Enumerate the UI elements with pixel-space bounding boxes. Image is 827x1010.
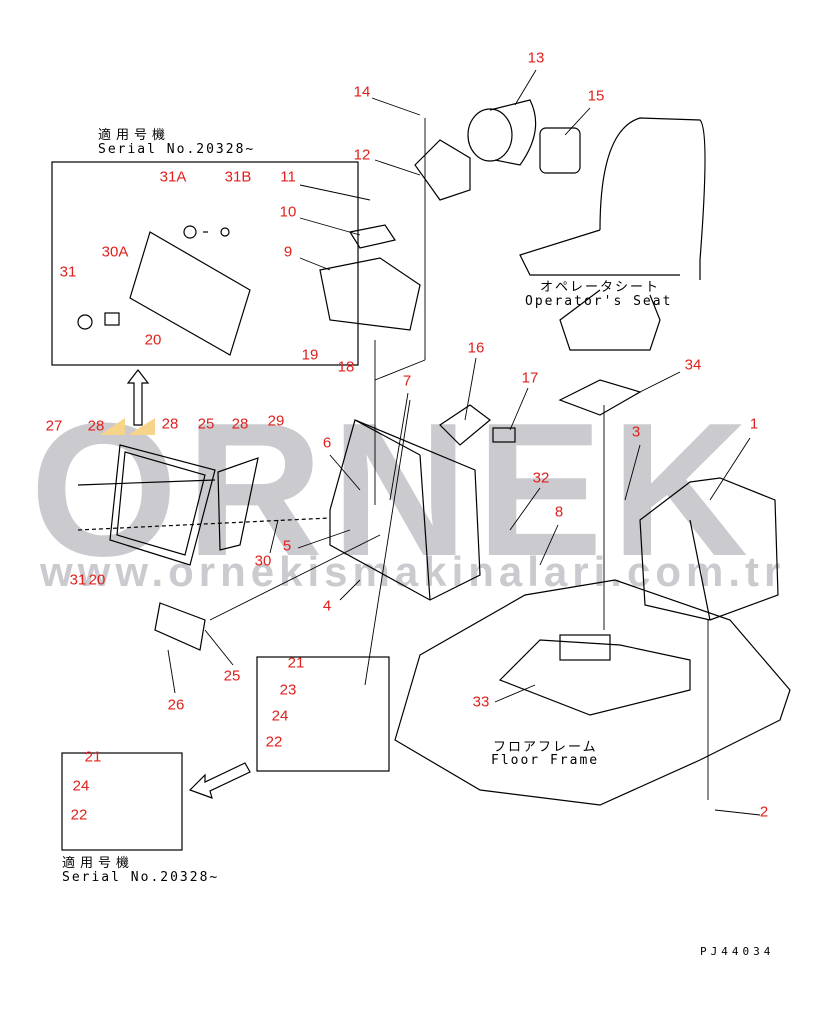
callout-21: 21 [287,654,305,672]
callout-14: 14 [353,83,371,101]
callout-11: 11 [280,168,296,186]
callout-22: 22 [265,733,283,751]
callout-6: 6 [322,434,332,452]
callout-28: 28 [161,415,179,433]
mat [558,379,642,416]
callout-31a: 31A [159,168,187,186]
callout-29: 29 [267,412,285,430]
serial-number-label-bottom: Serial No.20328~ [62,870,220,885]
callout-1: 1 [749,415,759,433]
callout-10: 10 [279,203,297,221]
drawing-code: PJ44034 [700,945,775,958]
callout-23: 23 [279,681,297,699]
operator-seat-label-jp: オペレータシート [540,280,661,295]
callout-33: 33 [472,693,490,711]
callout-19: 19 [301,346,319,364]
operator-seat [519,117,706,351]
side-cover [639,477,779,621]
callout-31b: 31B [224,168,252,186]
floor-frame [394,579,791,806]
callout-27: 27 [45,417,63,435]
floor-frame-label-jp: フロアフレーム [493,740,598,755]
callout-15: 15 [587,87,605,105]
callout-4: 4 [322,597,332,615]
callout-30: 30 [254,552,272,570]
callout-18: 18 [337,358,355,376]
callout-22: 22 [70,806,88,824]
callout-30a: 30A [101,243,129,261]
callout-20: 20 [144,331,162,349]
applicable-models-label-top: 適用号機 [98,128,171,143]
callout-5: 5 [282,537,292,555]
callout-28: 28 [87,417,105,435]
callout-9: 9 [283,243,293,261]
arrow-left-icon [188,762,251,799]
callout-26: 26 [167,696,185,714]
inset-bottom-box [61,752,183,851]
callout-21: 21 [84,748,102,766]
inset-mid-box [256,656,390,772]
callout-2: 2 [759,803,769,821]
callout-8: 8 [554,503,564,521]
callout-25: 25 [223,667,241,685]
callout-17: 17 [521,369,539,387]
applicable-models-label-bottom: 適用号機 [62,856,135,871]
operator-seat-label: Operator's Seat [525,294,673,309]
inset-top-box [51,161,359,366]
arrow-up-icon [126,369,150,426]
callout-24: 24 [271,707,289,725]
callout-31: 31 [69,571,87,589]
callout-3: 3 [631,423,641,441]
callout-34: 34 [684,356,702,374]
accent-triangle [100,418,125,435]
serial-number-label-top: Serial No.20328~ [98,142,256,157]
callout-16: 16 [467,339,485,357]
floor-frame-label: Floor Frame [491,753,600,768]
callout-13: 13 [527,49,545,67]
accent-triangle [128,418,155,435]
callout-31: 31 [59,263,77,281]
callout-28: 28 [231,415,249,433]
callout-20: 20 [88,571,106,589]
callout-7: 7 [402,372,412,390]
callout-24: 24 [72,777,90,795]
watermark-url: www.ornekismakinalari.com.tr [40,548,786,595]
callout-25: 25 [197,415,215,433]
callout-12: 12 [353,146,371,164]
callout-32: 32 [532,469,550,487]
